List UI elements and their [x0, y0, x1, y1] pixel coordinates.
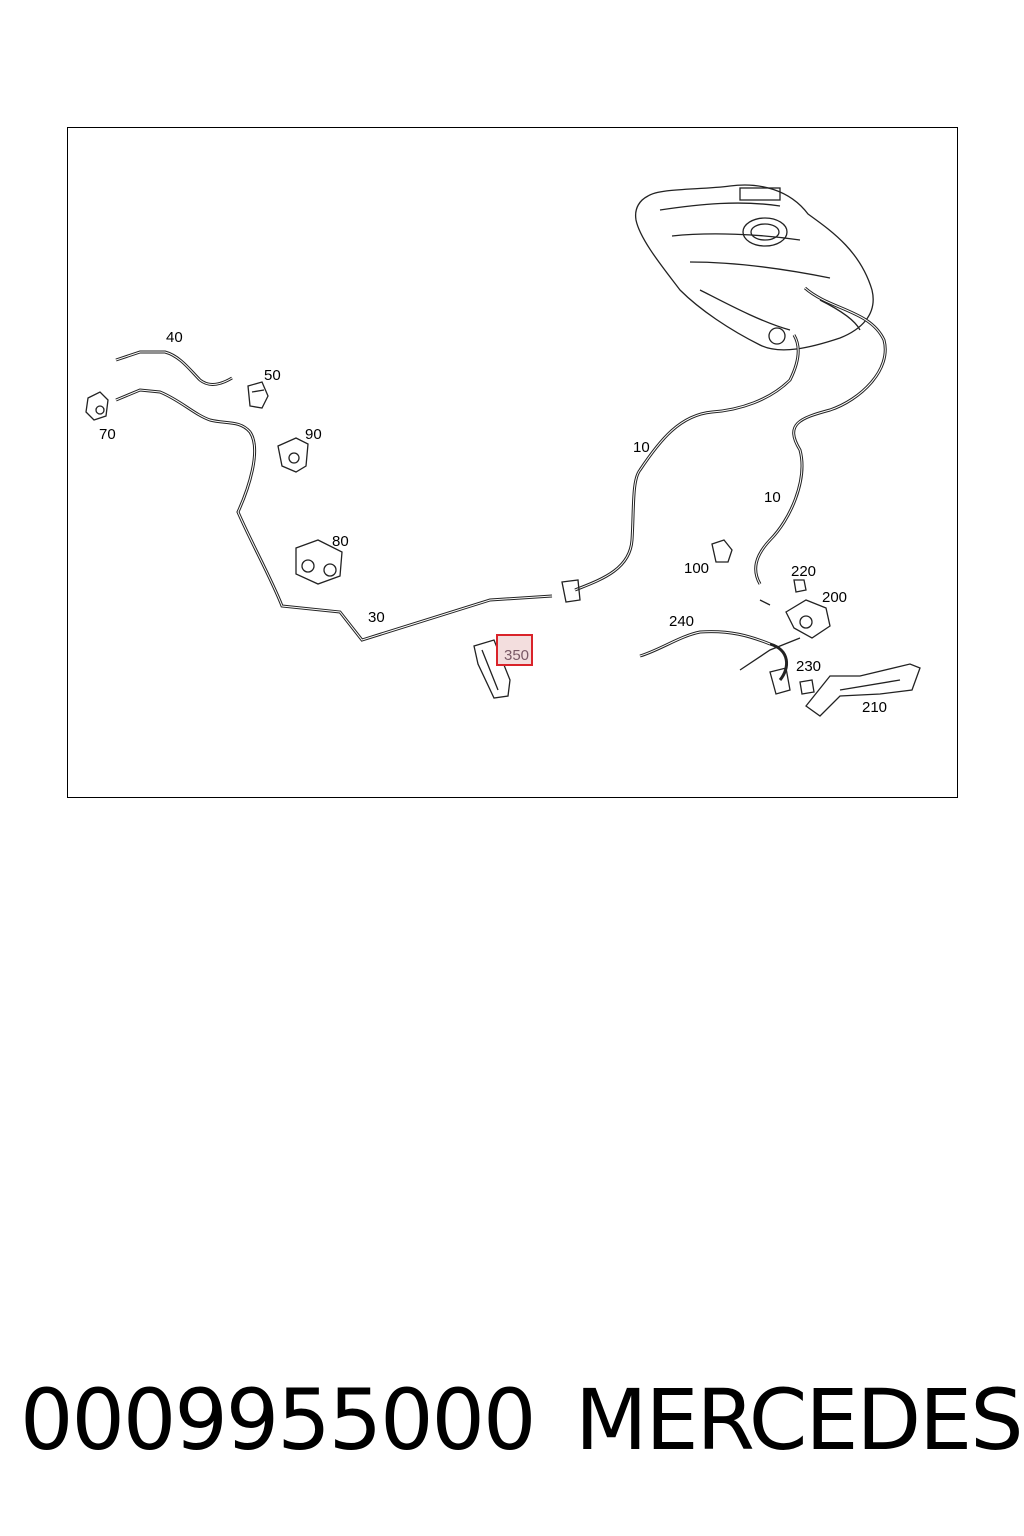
- part-label-350: 350: [504, 647, 529, 664]
- part-label-220: 220: [791, 563, 816, 580]
- pipe-240: [639, 630, 771, 658]
- caption-part-number: 0009955000: [20, 1371, 536, 1469]
- part-label-200: 200: [822, 589, 847, 606]
- part-label-40: 40: [166, 329, 183, 346]
- valve-200-drawing: [785, 599, 831, 639]
- part-label-230: 230: [796, 658, 821, 675]
- part-350-drawing: [473, 639, 511, 699]
- part-label-50: 50: [264, 367, 281, 384]
- part-label-70: 70: [99, 426, 116, 443]
- caption-brand: MERCEDES: [575, 1371, 1024, 1469]
- parts-diagram: 40 50 70 90 80 30 10 10 100 220 200 240 …: [85, 184, 921, 717]
- grommet-100-drawing: [711, 539, 733, 563]
- pipe-30: [236, 431, 553, 642]
- clamp-80-drawing: [295, 539, 343, 585]
- part-label-30: 30: [368, 609, 385, 626]
- bracket-90-drawing: [277, 437, 309, 473]
- fuel-tank-drawing: [634, 184, 874, 351]
- clip-70-drawing: [85, 391, 109, 421]
- bracket-210-drawing: [805, 663, 921, 717]
- part-label-100: 100: [684, 560, 709, 577]
- part-label-10-right: 10: [764, 489, 781, 506]
- diagram-frame: [67, 127, 958, 798]
- pipe-10-left: [574, 334, 800, 592]
- part-label-80: 80: [332, 533, 349, 550]
- part-label-240: 240: [669, 613, 694, 630]
- pipe-40: [115, 350, 233, 386]
- part-label-90: 90: [305, 426, 322, 443]
- part-label-210: 210: [862, 699, 887, 716]
- caption: 0009955000 MERCEDES: [0, 1370, 1024, 1470]
- part-label-350-highlight: [496, 634, 533, 666]
- clip-50-drawing: [247, 381, 269, 409]
- pipe-10-right: [754, 286, 887, 585]
- part-label-10-left: 10: [633, 439, 650, 456]
